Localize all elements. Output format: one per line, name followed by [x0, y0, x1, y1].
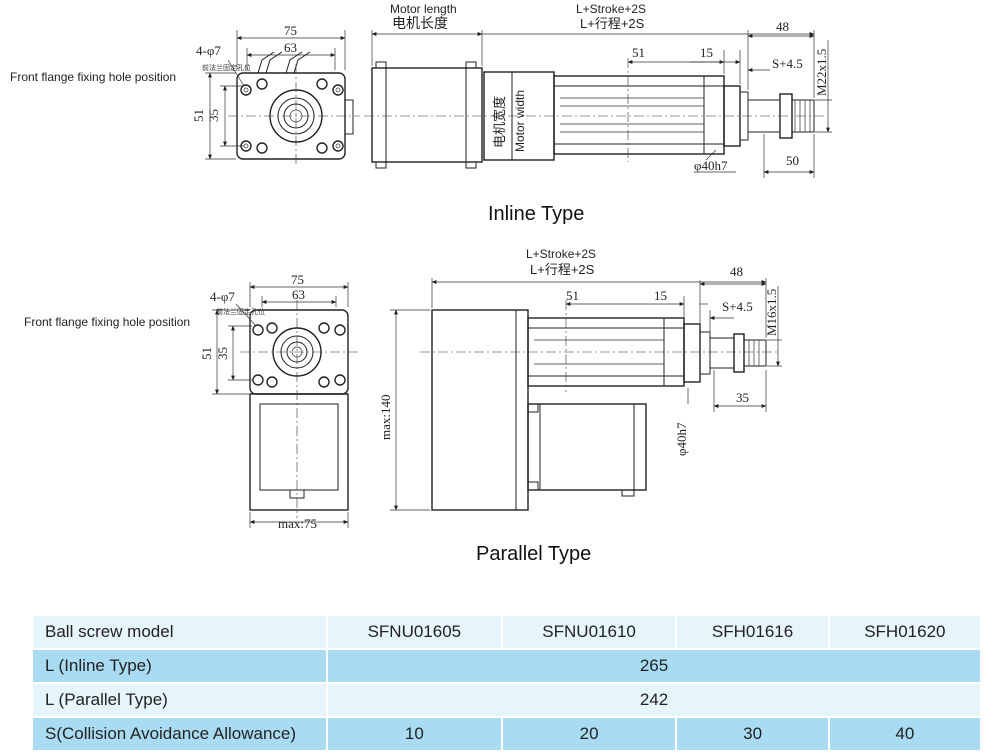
row-s-label: S(Collision Avoidance Allowance) — [33, 717, 328, 752]
inline-dim-75: 75 — [284, 23, 297, 38]
parallel-dim-63: 63 — [292, 287, 305, 302]
parallel-flange-label: Front flange fixing hole position — [24, 315, 190, 329]
row-parallel-label: L (Parallel Type) — [33, 683, 328, 718]
table-header-row: Ball screw model SFNU01605 SFNU01610 SFH… — [33, 616, 983, 650]
motor-length-cn: 电机长度 — [392, 15, 448, 31]
inline-labels: 75 63 4-φ7 前法兰固定孔位 Front flange fixing h… — [10, 2, 829, 225]
parallel-total-en: L+Stroke+2S — [526, 247, 596, 261]
motor-length-en: Motor length — [390, 2, 457, 16]
parallel-max-width: max:75 — [278, 516, 317, 531]
table-row: S(Collision Avoidance Allowance) 10 20 3… — [33, 717, 983, 752]
parallel-dim-75: 75 — [291, 272, 304, 287]
technical-drawing: 75 63 4-φ7 前法兰固定孔位 Front flange fixing h… — [10, 2, 832, 565]
inline-dim-50: 50 — [786, 153, 799, 168]
inline-flange-label-cn: 前法兰固定孔位 — [202, 63, 251, 72]
inline-thread: M22x1.5 — [814, 49, 829, 96]
table-header-model: SFNU01605 — [327, 616, 503, 650]
parallel-flange-label-cn: 前法兰固定孔位 — [216, 307, 265, 316]
parallel-dim-15: 15 — [654, 288, 667, 303]
table-header-model: SFNU01610 — [501, 616, 678, 650]
parallel-title: Parallel Type — [476, 543, 591, 565]
inline-dim-51: 51 — [191, 109, 206, 122]
row-parallel-value: 242 — [327, 683, 982, 718]
inline-dim-48: 48 — [776, 19, 789, 34]
inline-holes-label: 4-φ7 — [196, 43, 221, 58]
row-s-value: 40 — [828, 717, 983, 752]
inline-total-cn: L+行程+2S — [580, 16, 645, 31]
inline-side-view — [364, 30, 832, 178]
row-inline-label: L (Inline Type) — [33, 649, 328, 684]
parallel-rod-dia: φ40h7 — [674, 422, 689, 456]
table-header-label: Ball screw model — [33, 616, 328, 650]
parallel-dim-35b: 35 — [736, 390, 749, 405]
parallel-holes-label: 4-φ7 — [210, 289, 235, 304]
inline-dim-63: 63 — [284, 40, 297, 55]
table-row: L (Parallel Type) 242 — [33, 683, 982, 718]
parallel-end-view — [212, 282, 358, 528]
motor-width-cn: 电机宽度 — [492, 96, 507, 148]
inline-rod-dia: φ40h7 — [694, 158, 728, 173]
parallel-dim-35: 35 — [215, 347, 230, 360]
parallel-dim-s: S+4.5 — [722, 299, 753, 314]
parallel-side-view — [390, 278, 782, 511]
inline-flange-label: Front flange fixing hole position — [10, 70, 176, 84]
row-s-value: 20 — [501, 717, 678, 752]
inline-dim-s: S+4.5 — [772, 56, 803, 71]
parallel-dim-51b: 51 — [566, 288, 579, 303]
table-header-model: SFH01620 — [828, 616, 983, 650]
inline-end-view — [205, 30, 360, 166]
inline-dim-51b: 51 — [632, 45, 645, 60]
spec-table: Ball screw model SFNU01605 SFNU01610 SFH… — [33, 616, 983, 752]
parallel-total-cn: L+行程+2S — [530, 262, 595, 277]
parallel-max-height: max:140 — [378, 395, 393, 441]
parallel-dim-48: 48 — [730, 264, 743, 279]
inline-title: Inline Type — [488, 203, 584, 225]
motor-width-en: Motor width — [513, 90, 527, 152]
parallel-thread: M16x1.5 — [764, 289, 779, 336]
table-header-model: SFH01616 — [676, 616, 830, 650]
parallel-labels: 75 63 4-φ7 前法兰固定孔位 Front flange fixing h… — [24, 247, 779, 565]
row-s-value: 30 — [676, 717, 830, 752]
inline-dim-15: 15 — [700, 45, 713, 60]
row-inline-value: 265 — [327, 649, 982, 684]
table-row: L (Inline Type) 265 — [33, 649, 982, 684]
parallel-dim-51: 51 — [199, 347, 214, 360]
inline-total-en: L+Stroke+2S — [576, 2, 646, 16]
row-s-value: 10 — [327, 717, 503, 752]
inline-dim-35: 35 — [206, 109, 221, 122]
